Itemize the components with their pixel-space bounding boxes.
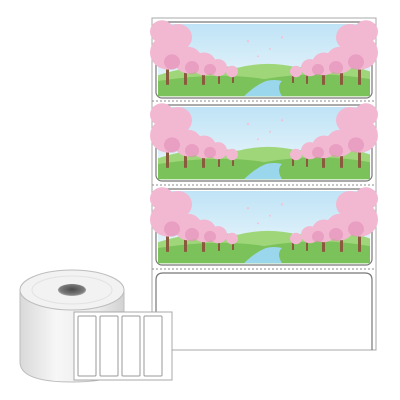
cherry-blossom-artwork-2	[150, 103, 378, 180]
cherry-blossom-artwork-3	[150, 187, 378, 264]
label-4-blank	[155, 272, 373, 350]
label-3	[150, 187, 378, 266]
perforations	[152, 100, 376, 270]
label-2	[150, 103, 378, 182]
label-roll-icon	[19, 269, 173, 383]
cherry-blossom-artwork-1	[150, 20, 378, 97]
label-1	[150, 20, 378, 99]
